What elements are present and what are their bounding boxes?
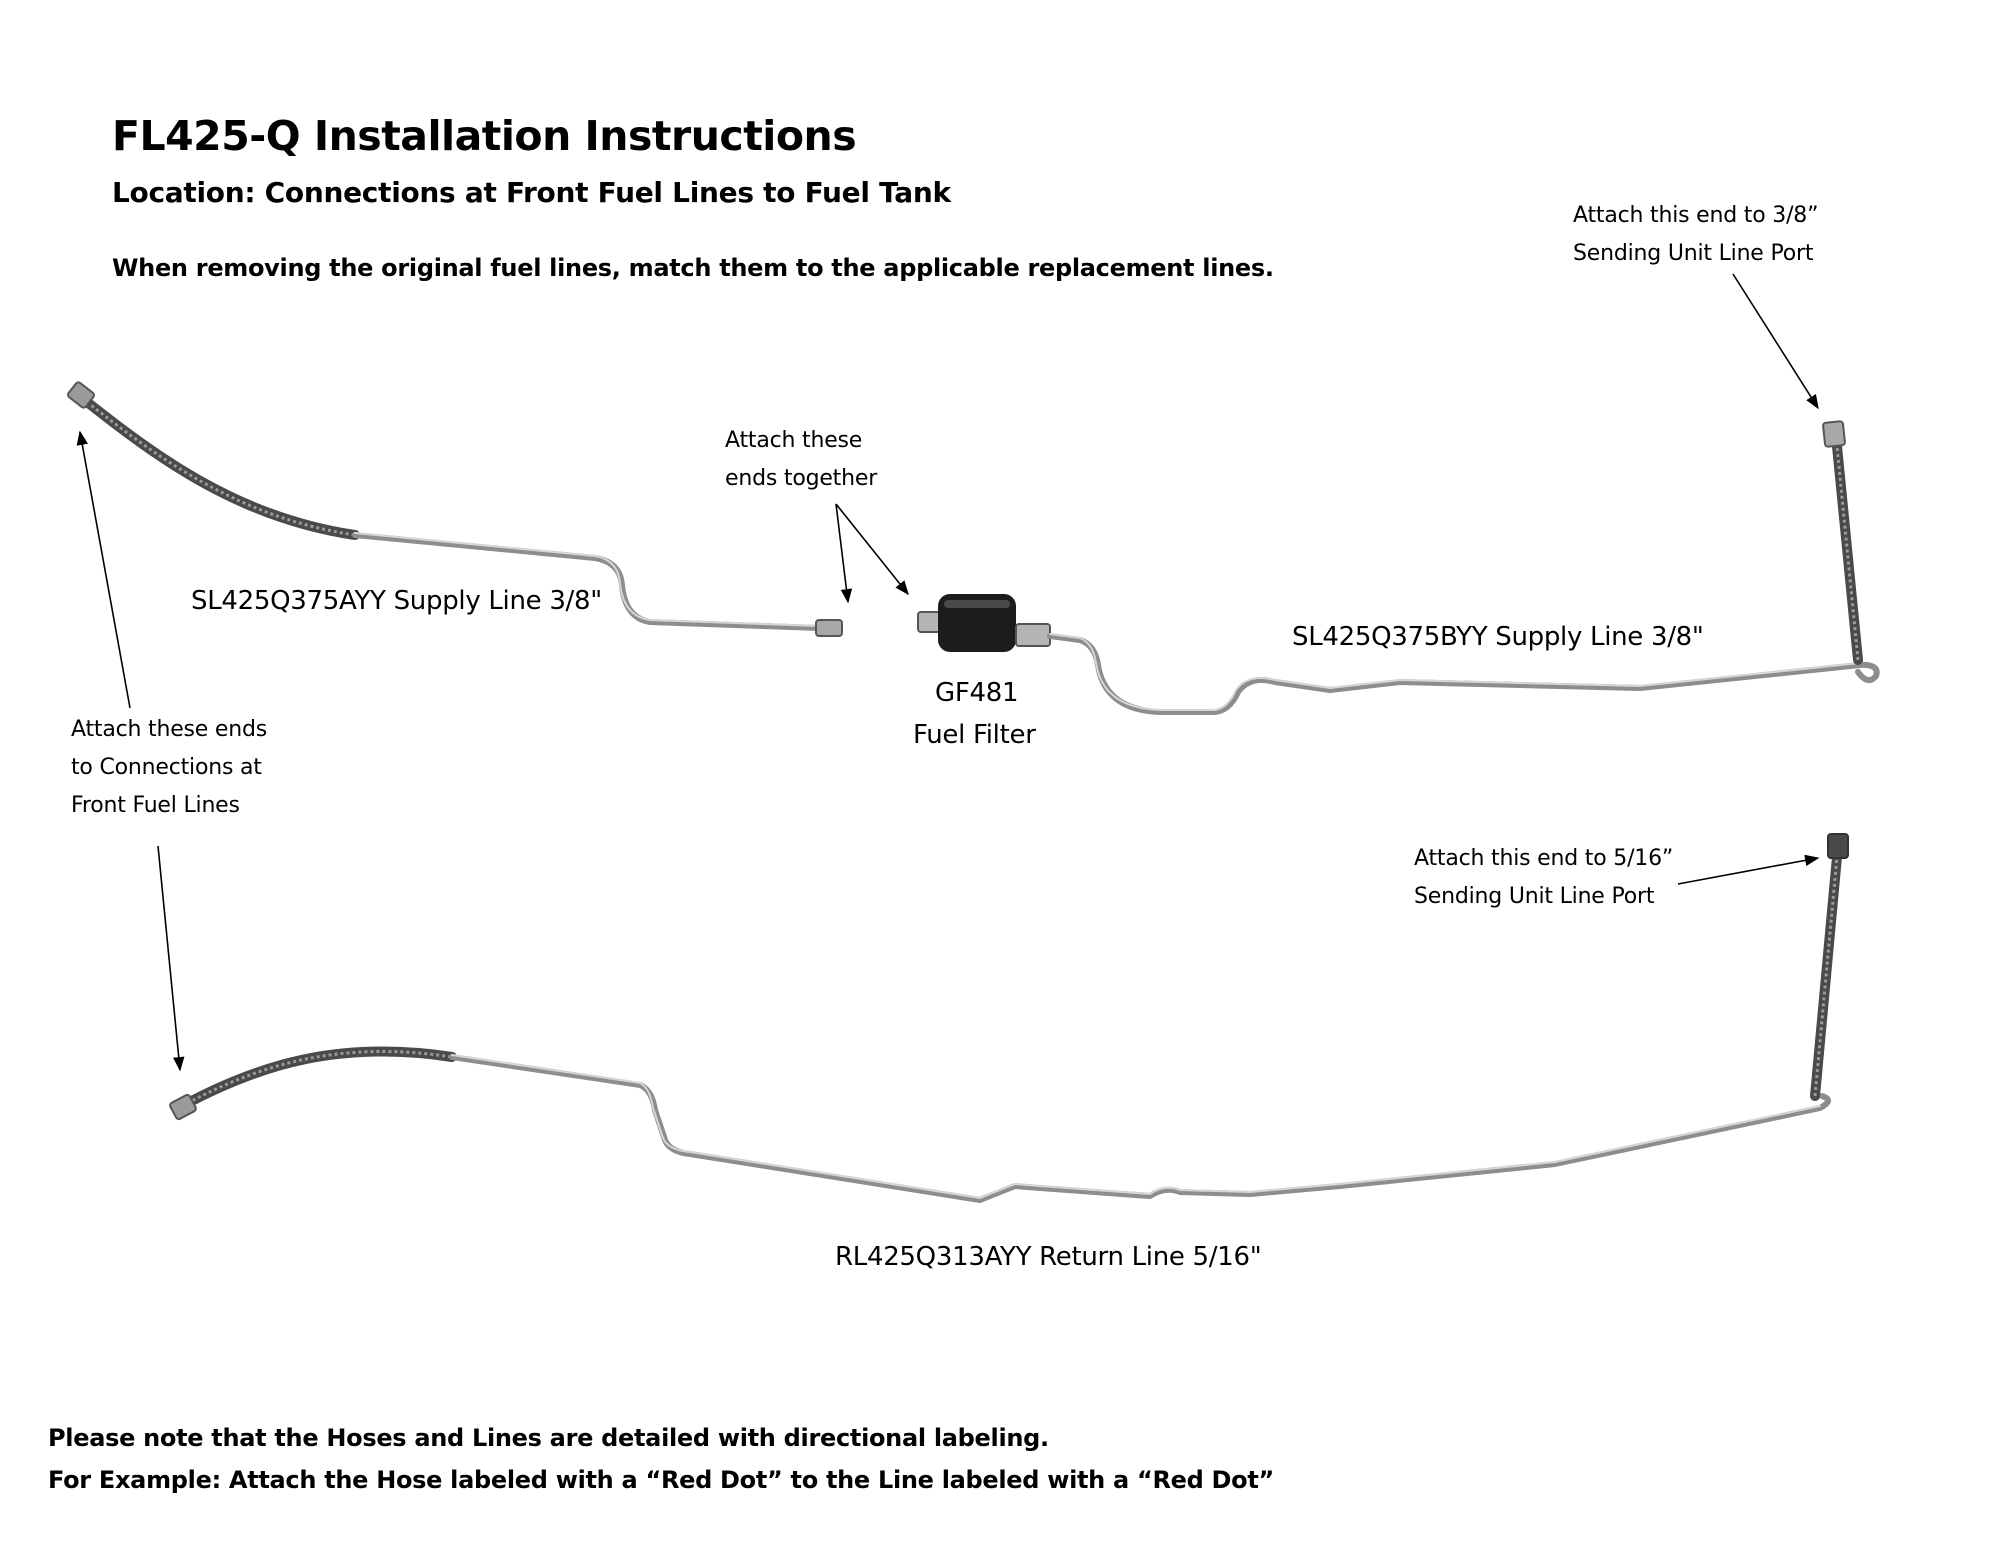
label-supply-line-b: SL425Q375BYY Supply Line 3/8" [1292,622,1704,652]
supply-line-a-fitting-front [67,381,95,409]
supply-line-a-fitting-end [815,619,843,637]
return-line-hose-front [177,1046,457,1111]
return-line-hose-tank [1810,841,1843,1101]
return-line-fitting-front [169,1093,197,1121]
supply-line-b-fitting-tank [1822,420,1846,448]
supply-line-b-hose [1831,431,1863,665]
arrow-front-upper [76,430,131,709]
arrow-port-38 [1732,273,1819,410]
annotation-attach-together: Attach these ends together [725,428,878,491]
arrow-together-right [835,503,909,596]
footer-note-1: Please note that the Hoses and Lines are… [48,1424,1049,1452]
supply-line-a-hose [77,393,360,540]
supply-line-b [1047,420,1880,715]
fuel-filter-canister [938,594,1016,652]
return-line-fitting-tank [1827,833,1849,859]
page-title: FL425-Q Installation Instructions [112,112,857,160]
annotation-attach-516-port: Attach this end to 5/16” Sending Unit Li… [1414,846,1674,909]
location-subtitle: Location: Connections at Front Fuel Line… [112,176,951,209]
fuel-filter [917,594,1051,652]
footer-note-2: For Example: Attach the Hose labeled wit… [48,1466,1274,1494]
arrow-together-left [835,503,853,604]
arrow-port-516 [1677,854,1820,885]
return-line-tube [449,1054,1831,1203]
label-supply-line-a: SL425Q375AYY Supply Line 3/8" [191,586,602,616]
label-filter-name: Fuel Filter [913,720,1036,750]
supply-line-a [67,381,843,637]
label-return-line: RL425Q313AYY Return Line 5/16" [835,1242,1262,1272]
supply-line-b-tube [1047,633,1880,715]
annotation-attach-38-port: Attach this end to 3/8” Sending Unit Lin… [1573,203,1819,266]
arrow-front-lower [157,845,185,1072]
annotation-attach-front: Attach these ends to Connections at Fron… [71,717,268,818]
return-line [169,833,1849,1203]
label-filter-code: GF481 [935,678,1019,708]
intro-instruction: When removing the original fuel lines, m… [112,254,1274,282]
supply-line-a-tube [352,532,823,631]
